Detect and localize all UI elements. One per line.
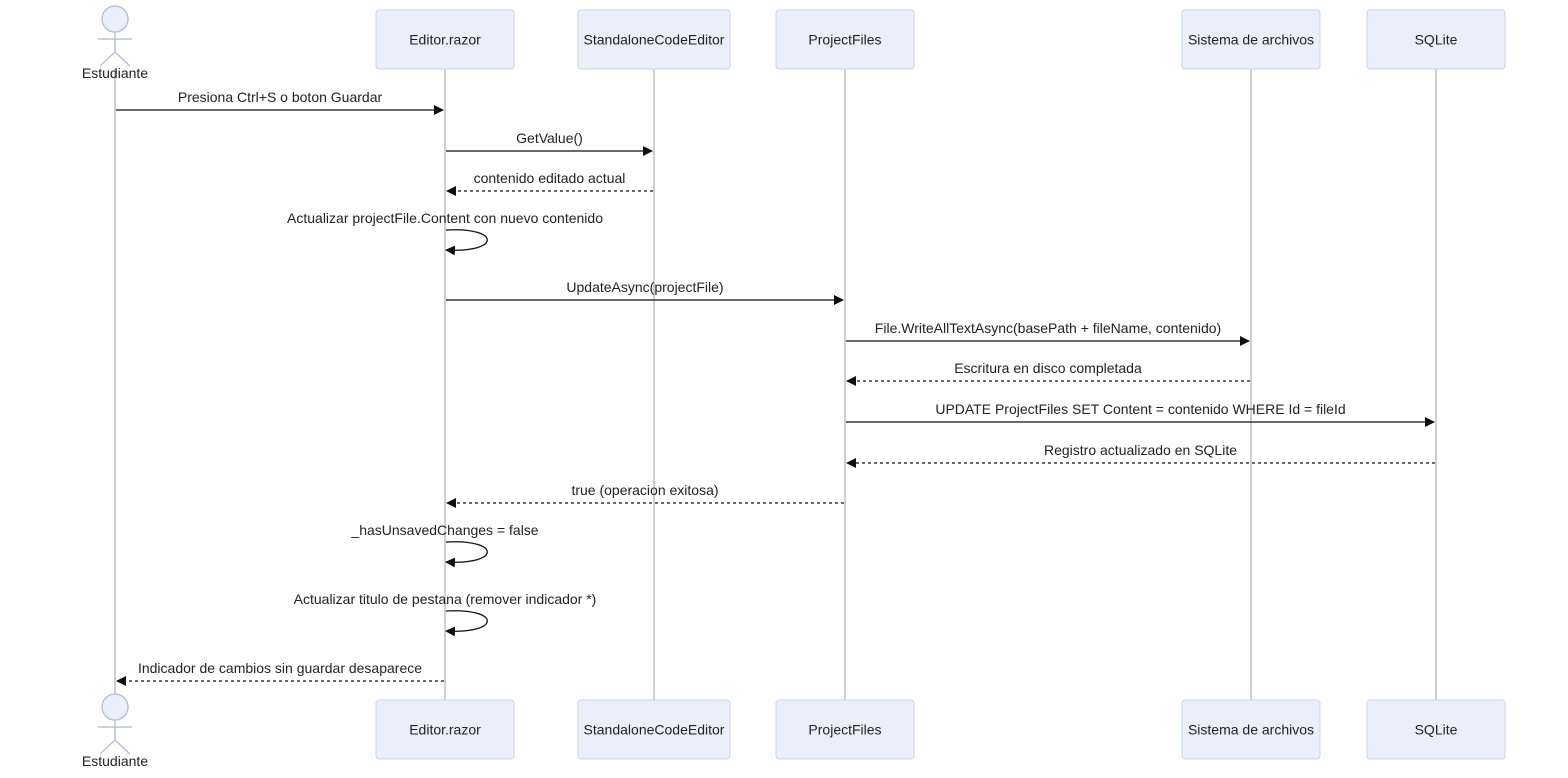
participant-box (1366, 9, 1506, 70)
self-message-arrow (445, 541, 488, 568)
message-12: Actualizar titulo de pestana (remover in… (294, 591, 597, 637)
message-label: File.WriteAllTextAsync(basePath + fileNa… (875, 320, 1221, 336)
participant-sqlite-top: SQLite (1366, 9, 1506, 70)
message-10: true (operacion exitosa) (446, 482, 844, 508)
messages: Presiona Ctrl+S o boton GuardarGetValue(… (116, 89, 1435, 686)
participant-box (577, 699, 731, 760)
participant-box (775, 9, 915, 70)
message-label: Indicador de cambios sin guardar desapar… (138, 660, 422, 676)
self-message-arrow (445, 229, 488, 256)
message-label: Actualizar titulo de pestana (remover in… (294, 591, 597, 607)
message-4: Actualizar projectFile.Content con nuevo… (287, 210, 603, 256)
actor-head-icon (101, 5, 129, 33)
participant-editor-bottom: Editor.razor (375, 699, 515, 760)
self-message-arrow (445, 610, 488, 637)
message-label: GetValue() (516, 130, 583, 146)
participants-top: Estudiante Editor.razor StandaloneCodeEdit… (82, 5, 1506, 81)
participant-label: ProjectFiles (808, 32, 881, 48)
participant-label: Editor.razor (409, 722, 481, 738)
participant-box (577, 9, 731, 70)
message-label: _hasUnsavedChanges = false (350, 522, 538, 538)
message-label: Presiona Ctrl+S o boton Guardar (178, 89, 383, 105)
message-9: Registro actualizado en SQLite (846, 442, 1435, 468)
participant-label: SQLite (1415, 722, 1458, 738)
participant-label: Sistema de archivos (1188, 32, 1314, 48)
message-label: Escritura en disco completada (954, 360, 1142, 376)
participant-label: SQLite (1415, 32, 1458, 48)
actor-estudiante-top: Estudiante (82, 5, 148, 81)
participant-projectfiles-bottom: ProjectFiles (775, 699, 915, 760)
actor-right-leg (114, 51, 131, 67)
participant-box (1181, 9, 1321, 70)
message-6: File.WriteAllTextAsync(basePath + fileNa… (846, 320, 1250, 346)
participant-editor-top: Editor.razor (375, 9, 515, 70)
participant-label: ProjectFiles (808, 722, 881, 738)
participant-box (375, 699, 515, 760)
lifelines (114, 69, 1437, 700)
message-label: contenido editado actual (474, 170, 626, 186)
participant-projectfiles-top: ProjectFiles (775, 9, 915, 70)
message-5: UpdateAsync(projectFile) (446, 279, 844, 305)
message-7: Escritura en disco completada (846, 360, 1250, 386)
actor-head-icon (101, 693, 129, 721)
participant-box (375, 9, 515, 70)
participant-standalone-bottom: StandaloneCodeEditor (577, 699, 731, 760)
message-label: UpdateAsync(projectFile) (566, 279, 723, 295)
participant-fs-top: Sistema de archivos (1181, 9, 1321, 70)
actor-right-leg (114, 739, 131, 755)
participant-label: StandaloneCodeEditor (584, 32, 725, 48)
participant-label: Editor.razor (409, 32, 481, 48)
message-13: Indicador de cambios sin guardar desapar… (116, 660, 444, 686)
actor-estudiante-bottom: Estudiante (82, 693, 148, 769)
message-3: contenido editado actual (446, 170, 653, 196)
participant-sqlite-bottom: SQLite (1366, 699, 1506, 760)
message-label: Actualizar projectFile.Content con nuevo… (287, 210, 603, 226)
participant-label: Sistema de archivos (1188, 722, 1314, 738)
actor-left-leg (99, 51, 116, 67)
participant-box (1366, 699, 1506, 760)
participant-standalone-top: StandaloneCodeEditor (577, 9, 731, 70)
message-label: UPDATE ProjectFiles SET Content = conten… (935, 401, 1345, 417)
message-label: Registro actualizado en SQLite (1044, 442, 1237, 458)
actor-label: Estudiante (82, 65, 148, 81)
actor-left-leg (99, 739, 116, 755)
message-label: true (operacion exitosa) (571, 482, 718, 498)
message-11: _hasUnsavedChanges = false (350, 522, 539, 568)
participant-label: StandaloneCodeEditor (584, 722, 725, 738)
participant-box (1181, 699, 1321, 760)
actor-label: Estudiante (82, 753, 148, 769)
participant-fs-bottom: Sistema de archivos (1181, 699, 1321, 760)
message-8: UPDATE ProjectFiles SET Content = conten… (846, 401, 1435, 427)
message-1: Presiona Ctrl+S o boton Guardar (116, 89, 444, 115)
participant-box (775, 699, 915, 760)
message-2: GetValue() (446, 130, 653, 156)
participants-bottom: Estudiante Editor.razor StandaloneCodeEdit… (82, 693, 1506, 769)
